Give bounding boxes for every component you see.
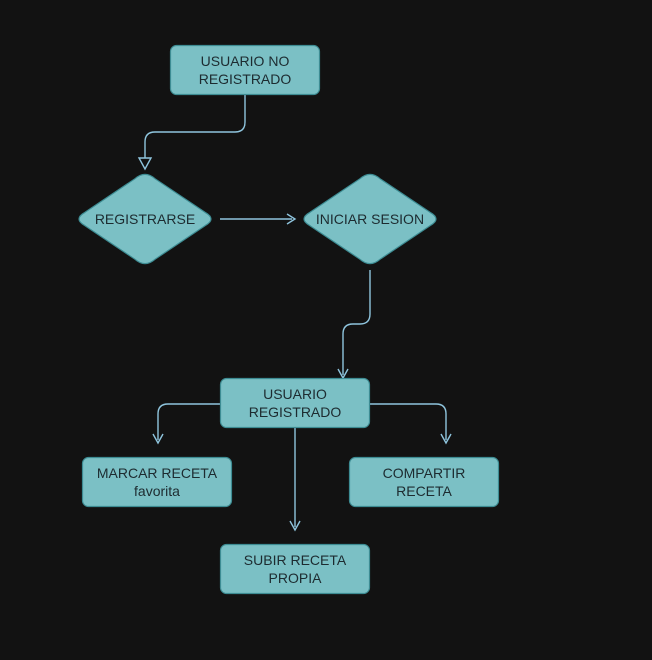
arrowhead-icon	[152, 433, 164, 445]
nodes-layer: USUARIO NO REGISTRADO REGISTRARSE INICIAR S…	[78, 44, 500, 595]
process-box	[219, 377, 371, 429]
edge-line	[157, 403, 221, 440]
edge-usuario-registrado-to-compartir-receta	[370, 403, 452, 445]
edge-iniciar-sesion-to-usuario-registrado	[337, 270, 371, 380]
node-subir-receta: SUBIR RECETA PROPIA	[219, 543, 371, 595]
edge-usuario-no-registrado-to-registrarse	[137, 95, 246, 171]
node-label-line: REGISTRADO	[249, 404, 342, 420]
node-label-line: USUARIO NO	[201, 53, 290, 69]
edges-layer	[137, 95, 452, 532]
arrowhead-hollow-icon	[137, 157, 153, 171]
node-label-line: SUBIR RECETA	[244, 552, 347, 568]
edge-registrarse-to-iniciar-sesion	[220, 213, 297, 225]
node-label-line: PROPIA	[269, 570, 323, 586]
node-label-line: INICIAR SESION	[316, 211, 424, 227]
node-label-line: COMPARTIR	[383, 465, 466, 481]
edge-line	[144, 95, 246, 158]
arrowhead-icon	[289, 520, 301, 532]
node-label-line: REGISTRARSE	[95, 211, 195, 227]
node-label-line: RECETA	[396, 483, 452, 499]
node-label-line: favorita	[134, 483, 180, 499]
decision-diamond	[78, 173, 212, 265]
edge-line	[370, 403, 447, 440]
node-marcar-receta: MARCAR RECETA favorita	[81, 456, 233, 508]
node-compartir-receta: COMPARTIR RECETA	[348, 456, 500, 508]
process-box	[219, 543, 371, 595]
decision-diamond	[303, 173, 437, 265]
process-box	[81, 456, 233, 508]
edge-usuario-registrado-to-subir-receta	[289, 428, 301, 532]
arrowhead-icon	[286, 213, 297, 225]
edge-line	[342, 270, 371, 375]
node-iniciar-sesion: INICIAR SESION	[303, 173, 437, 265]
node-label-line: MARCAR RECETA	[97, 465, 218, 481]
arrowhead-icon	[440, 433, 452, 445]
process-box	[169, 44, 321, 96]
node-usuario-registrado: USUARIO REGISTRADO	[219, 377, 371, 429]
node-registrarse: REGISTRARSE	[78, 173, 212, 265]
node-label-line: REGISTRADO	[199, 71, 292, 87]
edge-usuario-registrado-to-marcar-receta	[152, 403, 221, 445]
process-box	[348, 456, 500, 508]
node-label-line: USUARIO	[263, 386, 327, 402]
node-usuario-no-registrado: USUARIO NO REGISTRADO	[169, 44, 321, 96]
